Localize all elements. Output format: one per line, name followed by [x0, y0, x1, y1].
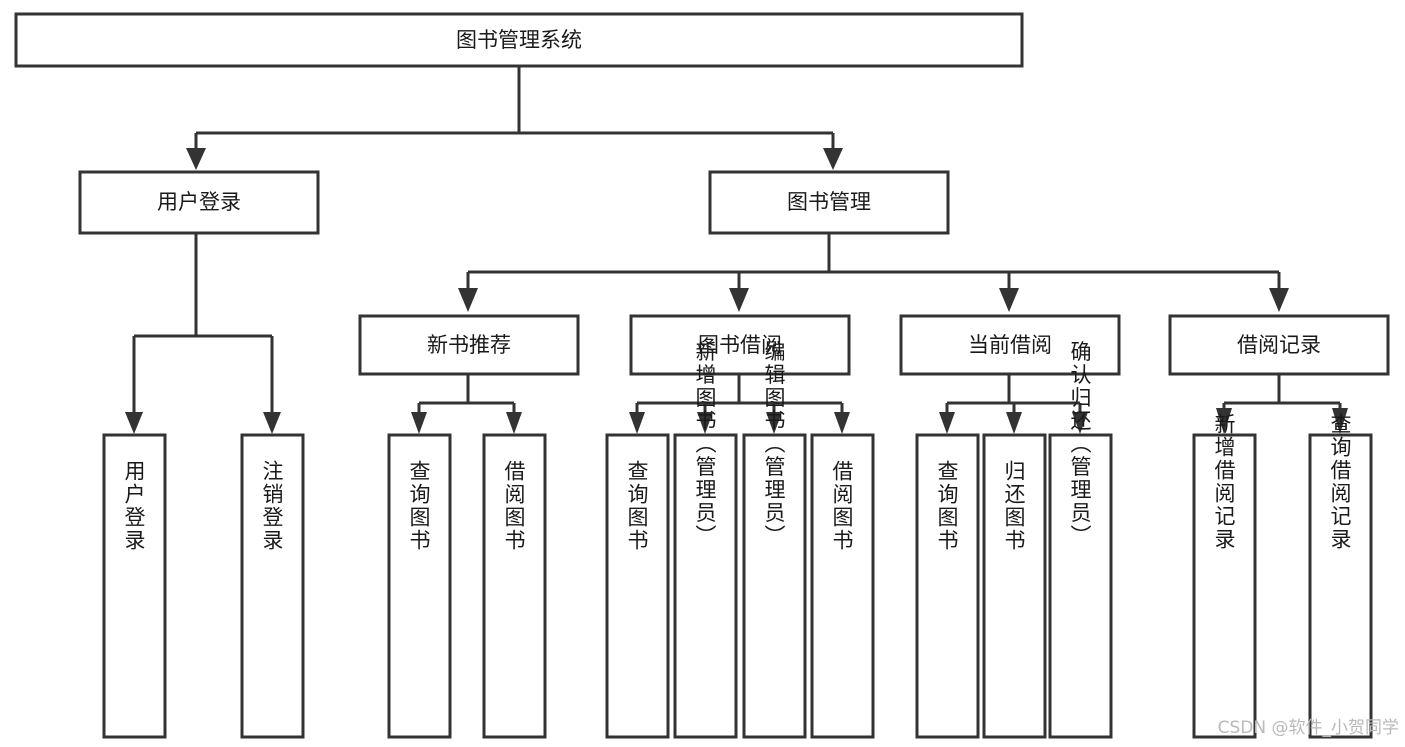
leaf-user-login-label: 用户登录: [122, 460, 146, 552]
node-book-borrow[interactable]: 图书借阅: [629, 314, 851, 376]
leaf-user-login[interactable]: 用户登录: [102, 433, 167, 739]
leaf-query-record[interactable]: 查询借阅记录: [1308, 413, 1373, 739]
leaf-edit-book[interactable]: 编辑图书（管理员）: [742, 341, 807, 739]
node-current-borrow[interactable]: 当前借阅: [899, 314, 1121, 376]
arrow-to-leaf-borrow-book-1: [506, 412, 522, 434]
node-borrow-record-label: 借阅记录: [1237, 333, 1321, 357]
leaf-borrow-book-2[interactable]: 借阅图书: [810, 433, 875, 739]
node-book-manage-label: 图书管理: [787, 190, 871, 214]
arrow-to-book-borrow: [729, 288, 749, 312]
node-root-label: 图书管理系统: [456, 28, 582, 52]
node-borrow-record-box[interactable]: [1168, 314, 1390, 376]
arrow-to-leaf-query-book-2: [629, 412, 645, 434]
leaf-query-record-label: 查询借阅记录: [1328, 413, 1352, 551]
node-book-borrow-box[interactable]: [629, 314, 851, 376]
leaf-confirm-return-box[interactable]: [1048, 433, 1113, 739]
connector-layer: [125, 66, 1348, 434]
leaf-query-book-1-label: 查询图书: [407, 460, 431, 552]
node-user-login-box[interactable]: [78, 170, 320, 235]
leaf-logout-label: 注销登录: [260, 460, 284, 552]
leaf-borrow-book-1-label: 借阅图书: [502, 460, 526, 552]
leaf-return-book-label: 归还图书: [1002, 460, 1026, 552]
leaf-add-book[interactable]: 新增图书（管理员）: [673, 341, 738, 739]
leaf-query-book-3[interactable]: 查询图书: [915, 433, 980, 739]
node-user-login-label: 用户登录: [157, 190, 241, 214]
leaf-logout-box[interactable]: [240, 433, 305, 739]
arrow-to-leaf-logout: [263, 412, 281, 434]
arrow-to-leaf-add-record: [1216, 408, 1232, 434]
leaf-borrow-book-1[interactable]: 借阅图书: [482, 433, 547, 739]
node-user-login[interactable]: 用户登录: [78, 170, 320, 235]
leaf-edit-book-label: 编辑图书（管理员）: [762, 341, 786, 548]
leaf-add-record-label: 新增借阅记录: [1212, 413, 1236, 551]
node-new-book-recommend[interactable]: 新书推荐: [358, 314, 580, 376]
leaf-query-book-2[interactable]: 查询图书: [605, 433, 670, 739]
arrow-to-leaf-confirm-return: [1072, 412, 1088, 434]
arrow-to-new-book-recommend: [458, 288, 478, 312]
arrow-to-leaf-query-book-1: [411, 412, 427, 434]
leaf-add-book-label: 新增图书（管理员）: [693, 341, 717, 548]
arrow-to-leaf-user-login: [125, 412, 143, 434]
arrow-to-leaf-query-record: [1332, 408, 1348, 434]
leaf-logout[interactable]: 注销登录: [240, 433, 305, 739]
leaf-add-record[interactable]: 新增借阅记录: [1192, 413, 1257, 739]
csdn-watermark: CSDN @软件_小贺同学: [1218, 718, 1399, 738]
leaf-query-book-1-box[interactable]: [387, 433, 452, 739]
arrow-to-leaf-query-book-3: [939, 412, 955, 434]
leaf-edit-book-box[interactable]: [742, 433, 807, 739]
node-book-manage-box[interactable]: [708, 170, 950, 235]
leaf-return-book-box[interactable]: [982, 433, 1047, 739]
arrow-to-book-manage: [823, 148, 843, 170]
node-current-borrow-box[interactable]: [899, 314, 1121, 376]
arrow-to-leaf-edit-book: [766, 412, 782, 434]
arrow-to-leaf-borrow-book-2: [834, 412, 850, 434]
leaf-confirm-return[interactable]: 确认归还（管理员）: [1048, 341, 1113, 739]
leaf-query-book-2-label: 查询图书: [625, 460, 649, 552]
node-current-borrow-label: 当前借阅: [968, 333, 1052, 357]
leaf-query-book-3-label: 查询图书: [935, 460, 959, 552]
leaf-add-book-box[interactable]: [673, 433, 738, 739]
arrow-to-current-borrow: [999, 288, 1019, 312]
leaf-query-record-box[interactable]: [1308, 433, 1373, 739]
leaf-query-book-3-box[interactable]: [915, 433, 980, 739]
leaf-return-book[interactable]: 归还图书: [982, 433, 1047, 739]
leaf-borrow-book-2-label: 借阅图书: [830, 460, 854, 552]
leaf-user-login-box[interactable]: [102, 433, 167, 739]
node-book-manage[interactable]: 图书管理: [708, 170, 950, 235]
leaf-borrow-book-1-box[interactable]: [482, 433, 547, 739]
node-root[interactable]: 图书管理系统: [14, 12, 1024, 68]
arrow-to-leaf-return-book: [1006, 412, 1022, 434]
node-book-borrow-label: 图书借阅: [698, 333, 782, 357]
leaf-query-book-2-box[interactable]: [605, 433, 670, 739]
node-borrow-record[interactable]: 借阅记录: [1168, 314, 1390, 376]
node-new-book-recommend-box[interactable]: [358, 314, 580, 376]
arrow-to-user-login: [186, 148, 206, 170]
leaf-confirm-return-label: 确认归还（管理员）: [1068, 341, 1092, 548]
arrow-to-borrow-record: [1269, 288, 1289, 312]
leaf-add-record-box[interactable]: [1192, 433, 1257, 739]
leaf-borrow-book-2-box[interactable]: [810, 433, 875, 739]
node-root-box[interactable]: [14, 12, 1024, 68]
leaf-query-book-1[interactable]: 查询图书: [387, 433, 452, 739]
node-new-book-recommend-label: 新书推荐: [427, 333, 511, 357]
arrow-to-leaf-add-book: [697, 412, 713, 434]
